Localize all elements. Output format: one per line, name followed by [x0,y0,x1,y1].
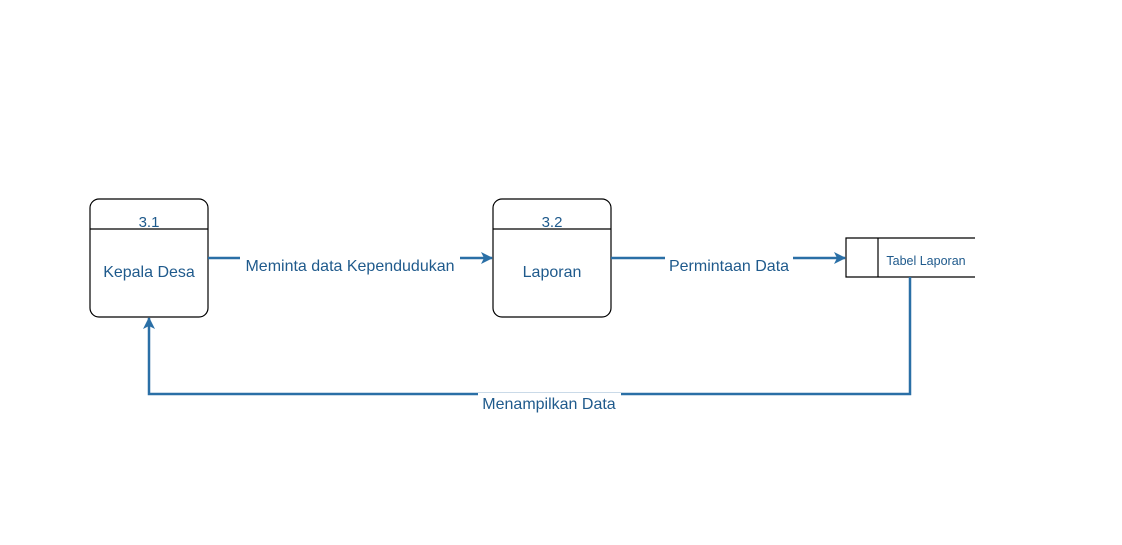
process-kepala-desa[interactable]: 3.1 Kepala Desa [89,198,209,318]
flow-label: Meminta data Kependudukan [245,258,454,275]
process-name: Laporan [523,264,582,281]
process-number: 3.2 [542,214,563,231]
flow-permintaan-data[interactable]: Permintaan Data [611,252,846,276]
flow-label-bg [478,393,621,413]
flow-meminta-data[interactable]: Meminta data Kependudukan [208,252,493,276]
flow-label: Menampilkan Data [482,396,616,413]
process-laporan[interactable]: 3.2 Laporan [492,198,612,318]
data-store-name: Tabel Laporan [886,254,965,268]
flow-label: Permintaan Data [669,258,789,275]
process-number: 3.1 [139,214,160,231]
flow-label-bg [240,256,460,276]
flow-label-bg [665,256,793,276]
data-store-tabel-laporan[interactable]: Tabel Laporan [845,237,975,278]
flow-menampilkan-data[interactable]: Menampilkan Data [143,277,912,413]
process-name: Kepala Desa [103,264,195,281]
